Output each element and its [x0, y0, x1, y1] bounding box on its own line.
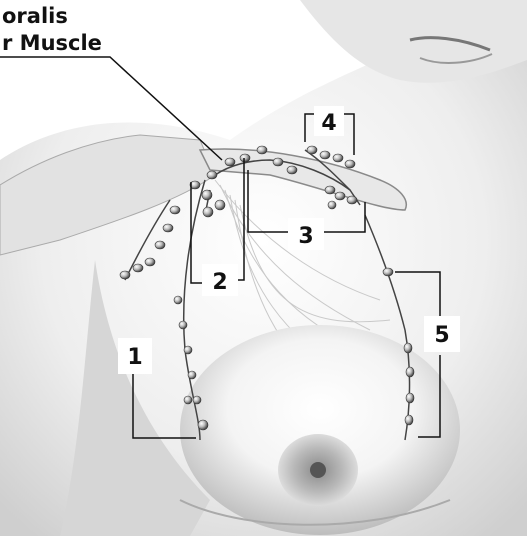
region-label-1-text: 1 — [127, 345, 142, 370]
region-label-5-text: 5 — [434, 323, 449, 348]
title-line-2: r Muscle — [2, 31, 102, 55]
region-label-2: 2 — [202, 264, 238, 296]
region-label-4-text: 4 — [321, 111, 336, 136]
region-label-5: 5 — [424, 316, 460, 352]
nipple — [310, 462, 326, 478]
region-label-1: 1 — [118, 338, 152, 374]
region-label-2-text: 2 — [212, 270, 227, 295]
title-line-1: oralis — [2, 4, 68, 28]
region-label-4: 4 — [314, 106, 344, 136]
region-label-3: 3 — [288, 218, 324, 250]
region-label-3-text: 3 — [298, 224, 313, 249]
